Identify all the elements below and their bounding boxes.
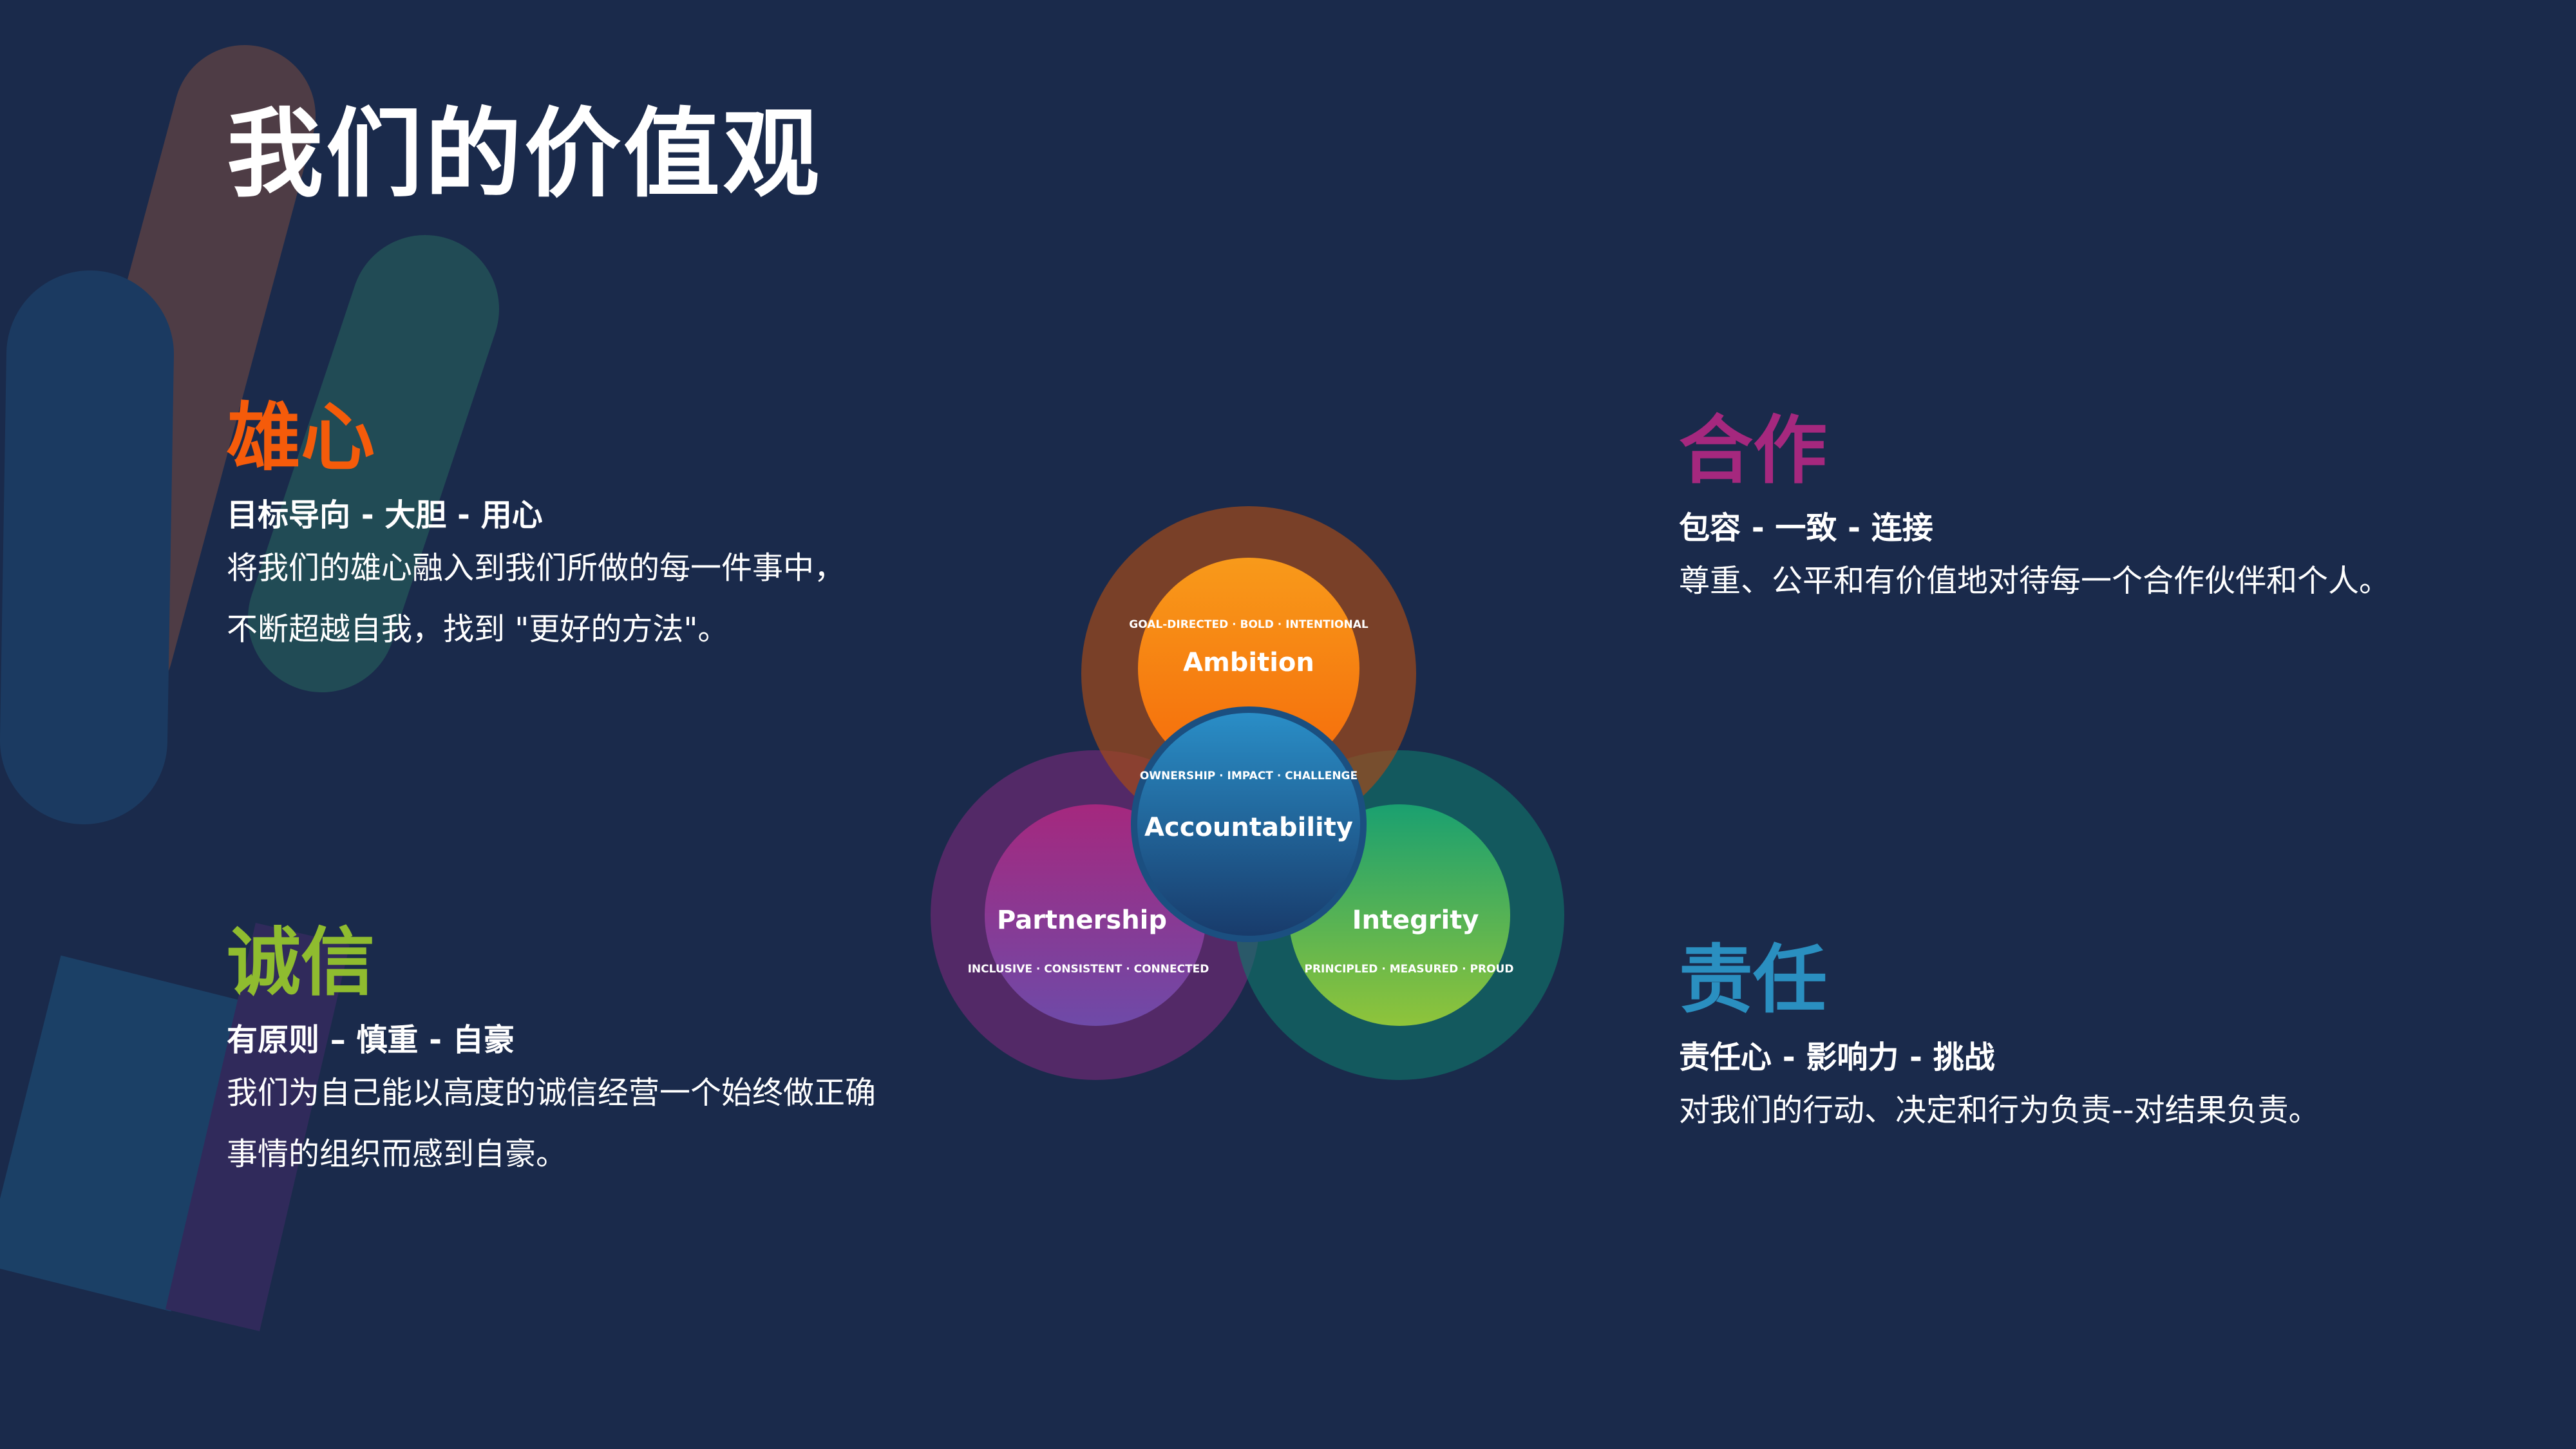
accountability-label: Accountability	[1144, 813, 1353, 842]
partnership-label: Partnership	[997, 905, 1167, 935]
body-line: 不断超越自我，找到 "更好的方法"。	[227, 611, 729, 647]
bg-stripe-orange	[32, 45, 316, 715]
partnership-ring-text: INCLUSIVE · CONSISTENT · CONNECTED	[968, 963, 1209, 976]
ambition-heading: 雄心	[227, 395, 375, 481]
bg-stripe-purple	[165, 922, 350, 1332]
partnership-subtitle: 包容 - 一致 - 连接	[1679, 510, 1933, 546]
ambition-body: 将我们的雄心融入到我们所做的每一件事中， 不断超越自我，找到 "更好的方法"。	[227, 538, 845, 660]
integrity-body: 我们为自己能以高度的诚信经营一个始终做正确 事情的组织而感到自豪。	[227, 1063, 876, 1185]
body-line: 对我们的行动、决定和行为负责--对结果负责。	[1679, 1092, 2320, 1128]
bg-stripe-teal	[0, 955, 249, 1312]
bg-stripe-green	[248, 235, 499, 692]
bg-stripe-blue	[0, 270, 174, 824]
accountability-body: 对我们的行动、决定和行为负责--对结果负责。	[1679, 1080, 2320, 1141]
body-line: 将我们的雄心融入到我们所做的每一件事中，	[227, 550, 846, 586]
body-line: 我们为自己能以高度的诚信经营一个始终做正确	[227, 1075, 876, 1111]
partnership-body: 尊重、公平和有价值地对待每一个合作伙伴和个人。	[1679, 551, 2390, 612]
value-partnership: 合作 包容 - 一致 - 连接 尊重、公平和有价值地对待每一个合作伙伴和个人。	[1679, 406, 2390, 612]
body-line: 尊重、公平和有价值地对待每一个合作伙伴和个人。	[1679, 563, 2391, 599]
ambition-label: Ambition	[1183, 648, 1314, 677]
body-line: 事情的组织而感到自豪。	[227, 1136, 567, 1172]
ambition-ring-text: GOAL-DIRECTED · BOLD · INTENTIONAL	[1129, 618, 1368, 631]
values-diagram: GOAL-DIRECTED · BOLD · INTENTIONAL Ambit…	[931, 506, 1564, 1080]
accountability-subtitle: 责任心 - 影响力 - 挑战	[1679, 1039, 1995, 1075]
value-accountability: 责任 责任心 - 影响力 - 挑战 对我们的行动、决定和行为负责--对结果负责。	[1679, 935, 2320, 1141]
partnership-heading: 合作	[1679, 408, 1828, 494]
integrity-ring-text: PRINCIPLED · MEASURED · PROUD	[1305, 963, 1514, 976]
integrity-subtitle: 有原则 – 慎重 - 自豪	[227, 1022, 515, 1058]
integrity-label: Integrity	[1352, 905, 1479, 935]
accountability-circle	[1131, 706, 1367, 942]
page-title: 我们的价值观	[227, 99, 822, 211]
value-ambition: 雄心 目标导向 - 大胆 - 用心 将我们的雄心融入到我们所做的每一件事中， 不…	[227, 393, 845, 660]
integrity-heading: 诚信	[227, 920, 375, 1006]
accountability-ring-text: OWNERSHIP · IMPACT · CHALLENGE	[1140, 770, 1358, 782]
value-integrity: 诚信 有原则 – 慎重 - 自豪 我们为自己能以高度的诚信经营一个始终做正确 事…	[227, 918, 876, 1185]
accountability-heading: 责任	[1679, 937, 1828, 1023]
ambition-subtitle: 目标导向 - 大胆 - 用心	[227, 497, 543, 533]
